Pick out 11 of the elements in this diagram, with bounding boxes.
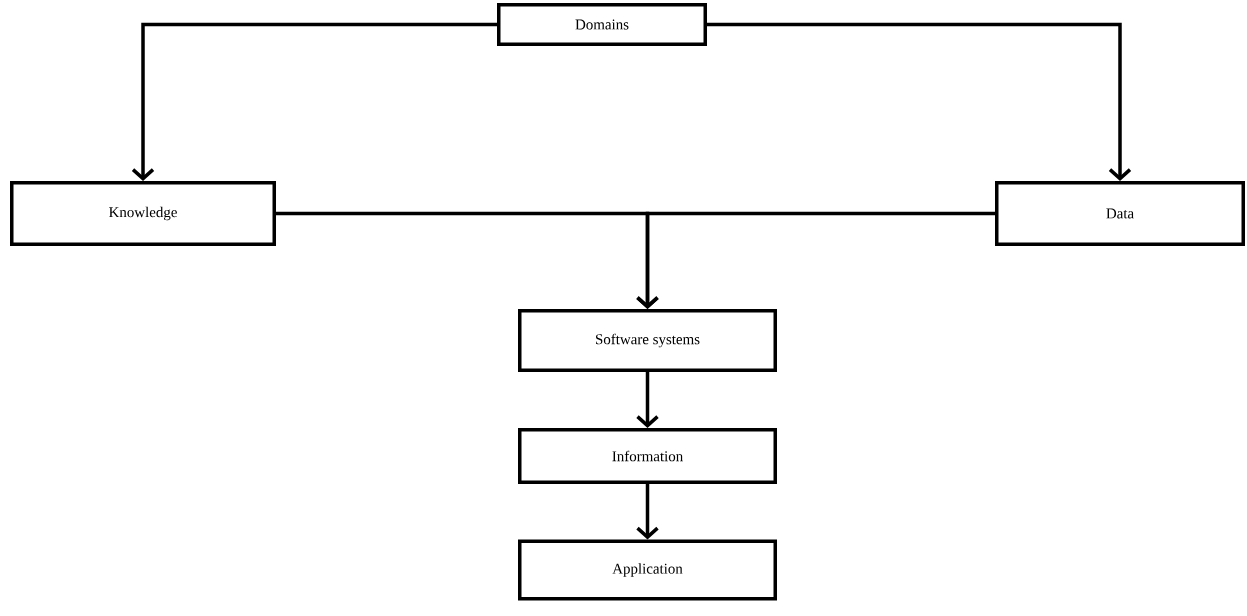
arrow [636,211,995,309]
arrow [636,372,659,428]
process-box: Application [518,539,777,601]
process-box: Domains [497,3,707,46]
process-box: Data [995,181,1245,246]
arrow [131,22,497,181]
process-box: Knowledge [10,181,276,246]
process-box: Information [518,428,777,484]
process-box: Software systems [518,309,777,372]
arrow [707,22,1132,181]
arrow [636,484,659,540]
